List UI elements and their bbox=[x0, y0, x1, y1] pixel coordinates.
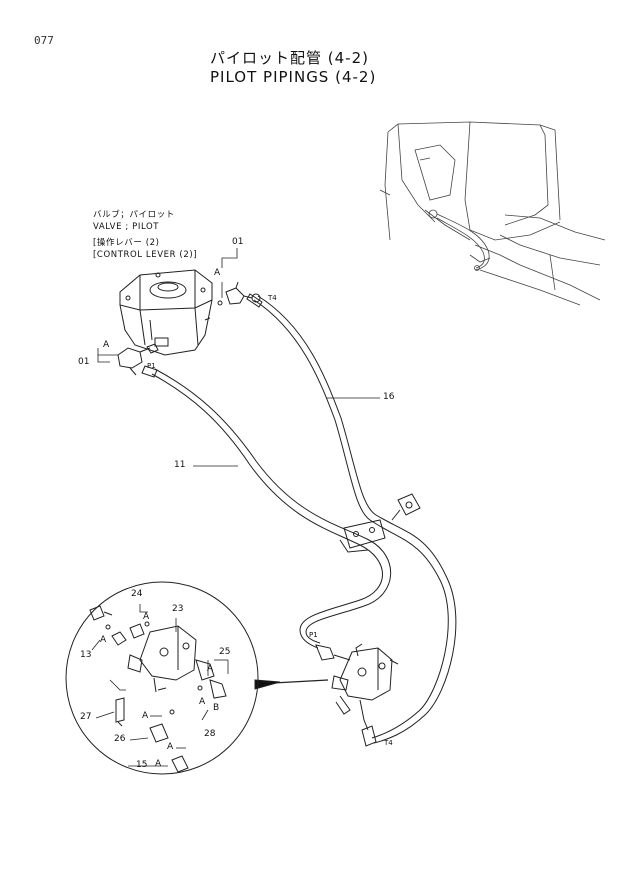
hose-clamp-bracket bbox=[339, 493, 421, 553]
callout-a-detail-6: A bbox=[167, 742, 174, 752]
callout-25: 25 bbox=[219, 647, 231, 657]
callout-a-detail-1: A bbox=[143, 612, 150, 622]
callout-a-detail-4: A bbox=[199, 697, 206, 707]
valve-label-japanese: バルブ；パイロット bbox=[93, 210, 175, 220]
callout-a-detail-5: A bbox=[142, 711, 149, 721]
callout-a-top: A bbox=[214, 268, 221, 278]
port-t4-bottom: T4 bbox=[384, 739, 393, 747]
elbow-fitting-top bbox=[217, 281, 253, 306]
hose-16 bbox=[246, 293, 457, 744]
valve-label-english: VALVE ; PILOT bbox=[93, 222, 160, 232]
port-t4-top: T4 bbox=[268, 294, 277, 302]
machine-cab-inset bbox=[379, 121, 606, 306]
pilot-valve-body bbox=[119, 269, 213, 356]
callout-24: 24 bbox=[131, 589, 143, 599]
control-lever-label-english: [CONTROL LEVER (2)] bbox=[93, 250, 198, 260]
page-title-japanese: パイロット配管 (4-2) bbox=[210, 49, 369, 67]
control-lever-label-japanese: [操作レバー (2) bbox=[93, 238, 160, 248]
callout-28: 28 bbox=[204, 729, 216, 739]
callout-16: 16 bbox=[383, 392, 395, 402]
port-p1-top: P1 bbox=[147, 362, 156, 370]
callout-a-detail-7: A bbox=[155, 759, 162, 769]
detail-view-circle bbox=[65, 581, 259, 775]
callout-23: 23 bbox=[172, 604, 184, 614]
port-p1-bottom: P1 bbox=[309, 631, 318, 639]
callout-b-detail: B bbox=[213, 703, 220, 713]
page-title-english: PILOT PIPINGS (4-2) bbox=[210, 68, 377, 86]
shuttle-valve-assembly bbox=[315, 643, 399, 747]
callout-a-detail-2: A bbox=[100, 635, 107, 645]
detail-arrow bbox=[254, 679, 329, 690]
callout-a-left: A bbox=[103, 340, 110, 350]
elbow-fitting-left bbox=[117, 343, 159, 376]
leader-lines bbox=[91, 248, 380, 767]
callout-27: 27 bbox=[80, 712, 92, 722]
callout-13: 13 bbox=[80, 650, 92, 660]
callout-a-detail-3: A bbox=[207, 664, 214, 674]
callout-15: 15 bbox=[136, 760, 148, 770]
page-number: 077 bbox=[34, 34, 54, 47]
callout-11: 11 bbox=[174, 460, 186, 470]
callout-26: 26 bbox=[114, 734, 126, 744]
callout-01-top: 01 bbox=[232, 237, 244, 247]
callout-01-left: 01 bbox=[78, 357, 90, 367]
hose-11 bbox=[141, 365, 392, 649]
